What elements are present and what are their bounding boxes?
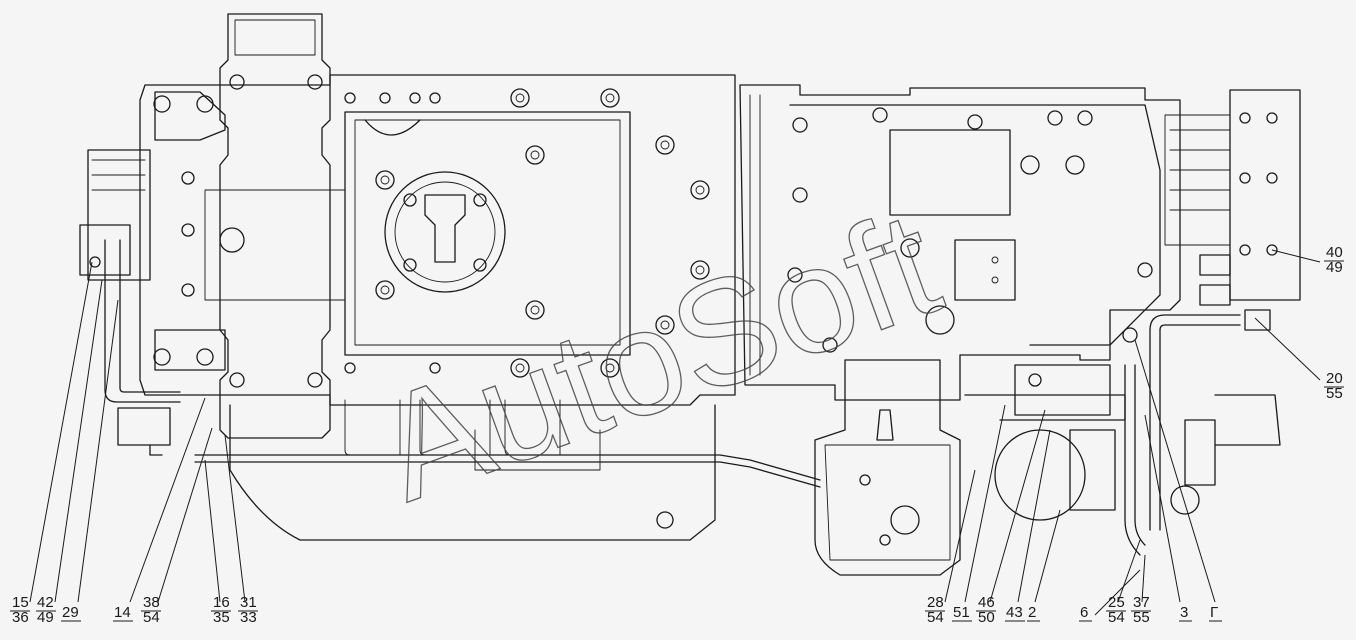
callout-6: 6 bbox=[1079, 604, 1092, 622]
middle-housing bbox=[739, 84, 1181, 401]
main-housing bbox=[139, 13, 821, 541]
svg-text:31: 31 bbox=[240, 594, 257, 611]
svg-text:43: 43 bbox=[1006, 604, 1023, 621]
svg-text:54: 54 bbox=[927, 609, 944, 626]
svg-text:55: 55 bbox=[1326, 385, 1343, 402]
callout-29: 29 bbox=[61, 604, 81, 622]
svg-text:37: 37 bbox=[1133, 594, 1150, 611]
svg-text:20: 20 bbox=[1326, 370, 1343, 387]
svg-text:15: 15 bbox=[12, 594, 29, 611]
svg-text:Г: Г bbox=[1210, 604, 1218, 621]
svg-text:54: 54 bbox=[143, 609, 160, 626]
distributor-block bbox=[1164, 89, 1301, 331]
svg-text:49: 49 bbox=[1326, 259, 1343, 276]
svg-text:46: 46 bbox=[978, 594, 995, 611]
svg-text:51: 51 bbox=[953, 604, 970, 621]
svg-text:42: 42 bbox=[37, 594, 54, 611]
callout-G: Г bbox=[1209, 604, 1222, 622]
callout-43: 43 bbox=[1005, 604, 1025, 622]
svg-text:35: 35 bbox=[213, 609, 230, 626]
cover-bolts bbox=[181, 88, 710, 378]
svg-text:28: 28 bbox=[927, 594, 944, 611]
callout-51: 51 bbox=[952, 604, 972, 622]
svg-text:36: 36 bbox=[12, 609, 29, 626]
svg-text:16: 16 bbox=[213, 594, 230, 611]
filter-housing bbox=[814, 359, 1126, 576]
svg-text:40: 40 bbox=[1326, 244, 1343, 261]
svg-text:2: 2 bbox=[1028, 604, 1036, 621]
svg-text:3: 3 bbox=[1180, 604, 1188, 621]
callout-2: 2 bbox=[1027, 604, 1040, 622]
leader-lines bbox=[29, 249, 1321, 616]
svg-text:25: 25 bbox=[1108, 594, 1125, 611]
watermark-text: AutoSoft bbox=[360, 178, 958, 533]
svg-text:29: 29 bbox=[62, 604, 79, 621]
svg-text:50: 50 bbox=[978, 609, 995, 626]
callout-3: 3 bbox=[1179, 604, 1192, 622]
svg-text:38: 38 bbox=[143, 594, 160, 611]
callout-14: 14 bbox=[113, 604, 133, 622]
svg-text:55: 55 bbox=[1133, 609, 1150, 626]
svg-text:14: 14 bbox=[114, 604, 131, 621]
left-pipe-assembly bbox=[79, 149, 181, 456]
svg-text:54: 54 bbox=[1108, 609, 1125, 626]
svg-text:33: 33 bbox=[240, 609, 257, 626]
svg-text:6: 6 bbox=[1080, 604, 1088, 621]
svg-text:49: 49 bbox=[37, 609, 54, 626]
control-valve-block bbox=[994, 314, 1281, 556]
